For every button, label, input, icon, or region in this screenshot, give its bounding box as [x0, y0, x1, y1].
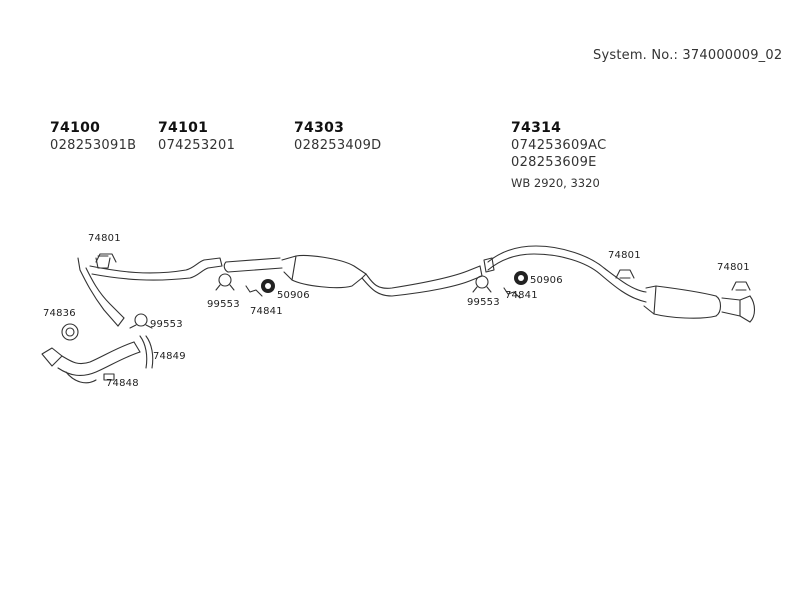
oem-number: 028253091B	[50, 138, 137, 153]
rear-silencer-drawing	[483, 245, 756, 323]
oem-number: 028253609E	[511, 155, 597, 170]
callout-50906-mid: 50906	[277, 290, 310, 301]
callout-74841-right: 74841	[505, 290, 538, 301]
callout-74801-left: 74801	[88, 233, 121, 244]
callout-50906-right: 50906	[530, 275, 563, 286]
hanger-74841-right	[503, 287, 521, 299]
part-block-74314: 74314 074253609AC 028253609E WB 2920, 33…	[511, 120, 606, 192]
callout-74841-mid: 74841	[250, 306, 283, 317]
part-block-74100: 74100 028253091B	[50, 120, 136, 154]
part-number: 74303	[294, 120, 345, 136]
intermediate-pipe-drawing	[223, 257, 283, 273]
oem-number: 074253201	[158, 138, 236, 153]
y-pipe-drawing	[77, 255, 223, 327]
callout-74836: 74836	[43, 308, 76, 319]
part-block-74101: 74101 074253201	[158, 120, 235, 154]
rubber-ring-50906-mid	[261, 279, 275, 293]
wheelbase-note: WB 2920, 3320	[511, 176, 600, 190]
hanger-74841-mid	[245, 285, 263, 297]
part-number: 74314	[511, 120, 562, 136]
callout-99553-left: 99553	[150, 319, 183, 330]
part-number: 74101	[158, 120, 209, 136]
callout-74848: 74848	[106, 378, 139, 389]
part-number: 74100	[50, 120, 101, 136]
system-number: System. No.: 374000009_02	[593, 48, 783, 63]
callout-74849: 74849	[153, 351, 186, 362]
callout-99553-mid: 99553	[207, 299, 240, 310]
clamp-99553-right	[472, 275, 492, 293]
callout-74801-mid: 74801	[608, 250, 641, 261]
front-pipe-drawing	[41, 323, 154, 384]
part-block-74303: 74303 028253409D	[294, 120, 381, 154]
oem-number: 028253409D	[294, 138, 382, 153]
clamp-99553-left	[129, 313, 153, 329]
rubber-mount-74801-left	[95, 253, 117, 263]
oem-number: 074253609AC	[511, 138, 607, 153]
callout-99553-right: 99553	[467, 297, 500, 308]
callout-74801-right: 74801	[717, 262, 750, 273]
rubber-ring-50906-right	[514, 271, 528, 285]
clamp-99553-mid	[215, 273, 235, 291]
middle-silencer-drawing	[281, 254, 483, 297]
rubber-mount-74801-mid	[615, 269, 635, 279]
rubber-mount-74801-right	[731, 281, 751, 291]
